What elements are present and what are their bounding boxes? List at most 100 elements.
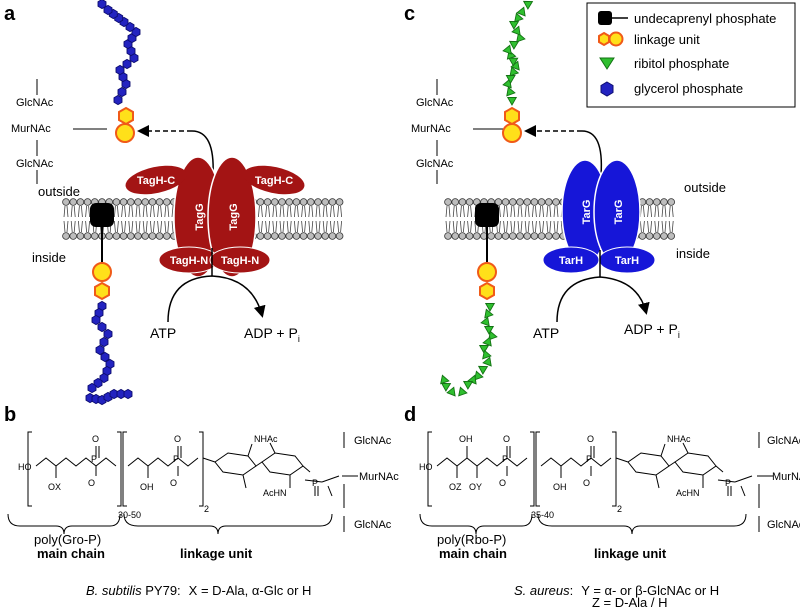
undecaprenyl-phosphate-icon	[598, 11, 628, 25]
linkage-unit-icon	[598, 31, 624, 47]
b-organism-note: B. subtilis PY79:X = D-Ala, α-Glc or H	[86, 583, 311, 598]
legend-label-linkage: linkage unit	[634, 32, 700, 47]
d-note-z: Z = D-Ala / H	[592, 595, 668, 610]
tagg-label-left: TagG	[194, 203, 206, 230]
tagh-c-left	[125, 165, 187, 195]
b-ominus-main: O	[88, 478, 95, 488]
tagh-n-left-label: TagH-N	[170, 255, 208, 267]
glycerol-backbone-b	[35, 457, 117, 467]
d-oz: OZ	[449, 482, 462, 492]
d-two: 2	[617, 504, 622, 514]
panel-label-c: c	[404, 3, 415, 25]
b-linkage-unit: linkage unit	[180, 546, 253, 561]
b-poly-label: poly(Gro-P)	[34, 532, 101, 547]
atp-arrow-c	[556, 276, 650, 323]
d-p-terminal: P	[725, 478, 731, 488]
sugar-ring-2-b	[261, 452, 304, 476]
b-p-terminal: P	[312, 478, 318, 488]
d-achn: AcHN	[676, 488, 700, 498]
targ-transporter: TarG TarG	[561, 159, 641, 265]
glycerol-phosphate-chain-bottom	[85, 300, 133, 406]
linker-backbone-b	[127, 457, 199, 467]
d-o-linker: O	[587, 434, 594, 444]
tarh-left-label: TarH	[559, 255, 583, 267]
targ-label-left: TarG	[581, 200, 593, 225]
panel-b-labels: HO OX P O O OH P O O NHAc AcHN P 30-50 2…	[18, 434, 399, 598]
b-o-main: O	[92, 434, 99, 444]
legend-label-undecaprenyl: undecaprenyl phosphate	[634, 11, 776, 26]
d-p-linker: P	[586, 454, 592, 464]
tarh-right	[598, 246, 656, 274]
linker-bracket-open-d	[535, 431, 540, 507]
legend-label-glycerol: glycerol phosphate	[634, 81, 743, 96]
panel-d-structure	[419, 431, 773, 535]
brace-main-chain-b	[7, 513, 121, 535]
d-nhac: NHAc	[667, 434, 691, 444]
ribitol-backbone-d	[436, 457, 528, 467]
b-ho: HO	[18, 462, 32, 472]
d-main-chain: main chain	[439, 546, 507, 561]
tagh-c-right	[243, 165, 305, 195]
sugar-ring-1-b	[214, 452, 257, 476]
b-glcnac-bottom: GlcNAc	[354, 519, 392, 531]
b-glcnac-top: GlcNAc	[354, 435, 392, 447]
d-ominus-linker: O	[583, 478, 590, 488]
tagh-n-right-label: TagH-N	[221, 255, 259, 267]
linkage-unit-bottom-c	[477, 262, 497, 301]
inside-label-a: inside	[32, 250, 66, 265]
glycerol-phosphate-icon	[600, 81, 614, 97]
sugar-ladder-c	[436, 79, 507, 184]
b-ox: OX	[48, 482, 61, 492]
glcnac-label-top-c: GlcNAc	[416, 97, 454, 109]
b-oh: OH	[140, 482, 154, 492]
repeat-bracket-close-d	[530, 431, 535, 507]
panel-label-b: b	[4, 404, 16, 426]
transport-curve-a	[191, 130, 214, 176]
sugar-ring-2-d	[674, 452, 717, 476]
outside-label-c: outside	[684, 180, 726, 195]
glcnac-label-bottom-a: GlcNAc	[16, 158, 54, 170]
d-linkage-unit: linkage unit	[594, 546, 667, 561]
d-repeat: 35-40	[531, 510, 554, 520]
b-murnac: MurNAc	[359, 471, 399, 483]
atp-label-a: ATP	[150, 325, 176, 341]
b-o-linker: O	[174, 434, 181, 444]
b-p-linker: P	[173, 454, 179, 464]
brace-linkage-d	[537, 513, 747, 535]
tarh-right-label: TarH	[615, 255, 639, 267]
d-murnac: MurNAc	[772, 471, 800, 483]
ribitol-phosphate-chain-top	[502, 0, 534, 106]
repeat-bracket-open-d	[427, 431, 432, 507]
panel-label-a: a	[4, 3, 16, 25]
murnac-label-c: MurNAc	[411, 123, 451, 135]
legend-label-ribitol: ribitol phosphate	[634, 56, 729, 71]
linkage-unit-top-a	[115, 106, 135, 143]
panel-c: GlcNAc MurNAc GlcNAc outside inside TarG…	[411, 0, 726, 397]
legend-box	[586, 2, 796, 108]
linker-bracket-close-d	[612, 431, 617, 507]
linkage-unit-top-c	[502, 106, 522, 143]
d-p-main: P	[502, 454, 508, 464]
tagg-label-right: TagG	[228, 203, 240, 230]
sugar-ring-1-d	[627, 452, 670, 476]
outside-label-a: outside	[38, 184, 80, 199]
sugar-ladder-a	[36, 79, 107, 184]
d-oh-top: OH	[459, 434, 473, 444]
atp-arrow-a	[167, 275, 266, 323]
tagh-n-right	[209, 246, 271, 274]
tagh-c-right-label: TagH-C	[255, 175, 293, 187]
repeat-bracket-close-b	[117, 431, 122, 507]
linker-bracket-close-b	[199, 431, 204, 507]
inside-label-c: inside	[676, 246, 710, 261]
glcnac-label-bottom-c: GlcNAc	[416, 158, 454, 170]
linker-backbone-d	[540, 457, 612, 467]
d-glcnac-bottom: GlcNAc	[767, 519, 800, 531]
murnac-label-a: MurNAc	[11, 123, 51, 135]
b-main-chain: main chain	[37, 546, 105, 561]
legend: undecaprenyl phosphate linkage unit ribi…	[586, 2, 796, 108]
adp-label-a: ADP + Pi	[244, 325, 300, 344]
d-poly-label: poly(Rbo-P)	[437, 532, 506, 547]
tagh-c-left-label: TagH-C	[137, 175, 175, 187]
glcnac-label-top-a: GlcNAc	[16, 97, 54, 109]
